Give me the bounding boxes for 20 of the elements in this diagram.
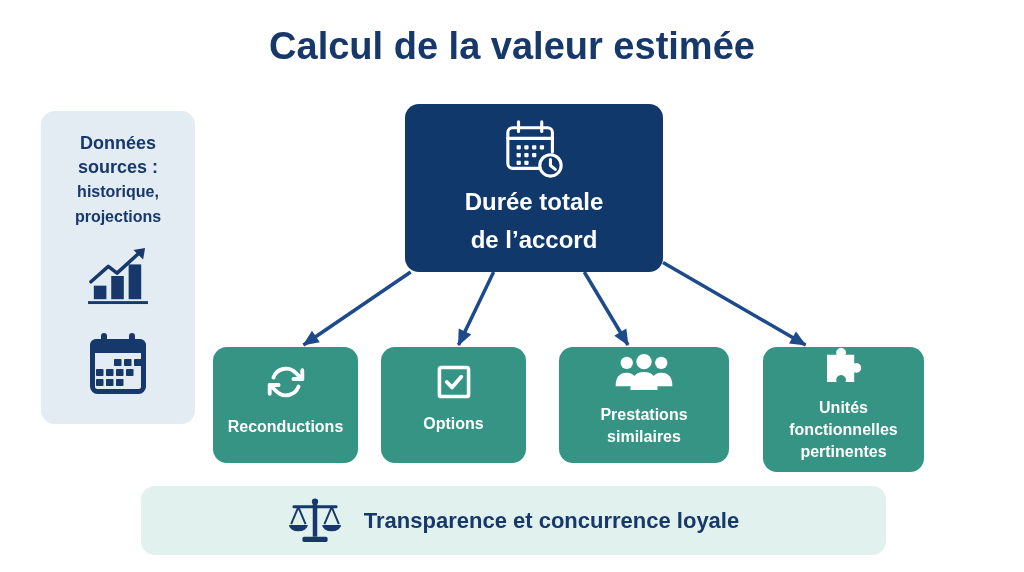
card-label: Options — [423, 414, 484, 434]
diagram-title: Calcul de la valeur estimée — [268, 24, 756, 69]
arrow — [302, 270, 412, 347]
box-title: Durée totale de l’accord — [463, 187, 605, 255]
card-label: Unités fonctionnelles pertinentes — [788, 397, 899, 462]
arrow — [662, 261, 807, 347]
banner — [141, 486, 886, 555]
arrow — [456, 271, 496, 346]
category-card — [559, 347, 729, 463]
process-box — [405, 104, 663, 272]
info-panel — [41, 111, 195, 424]
card-label: Reconductions — [227, 417, 344, 437]
category-card — [763, 347, 924, 472]
banner-text: Transparence et concurrence loyale — [363, 506, 740, 535]
category-card — [381, 347, 526, 463]
arrow — [582, 271, 630, 346]
panel-heading: Données sources : — [76, 132, 159, 179]
card-label: Prestations similaires — [599, 404, 689, 447]
category-card — [213, 347, 358, 463]
panel-text: historique, projections — [73, 182, 163, 227]
